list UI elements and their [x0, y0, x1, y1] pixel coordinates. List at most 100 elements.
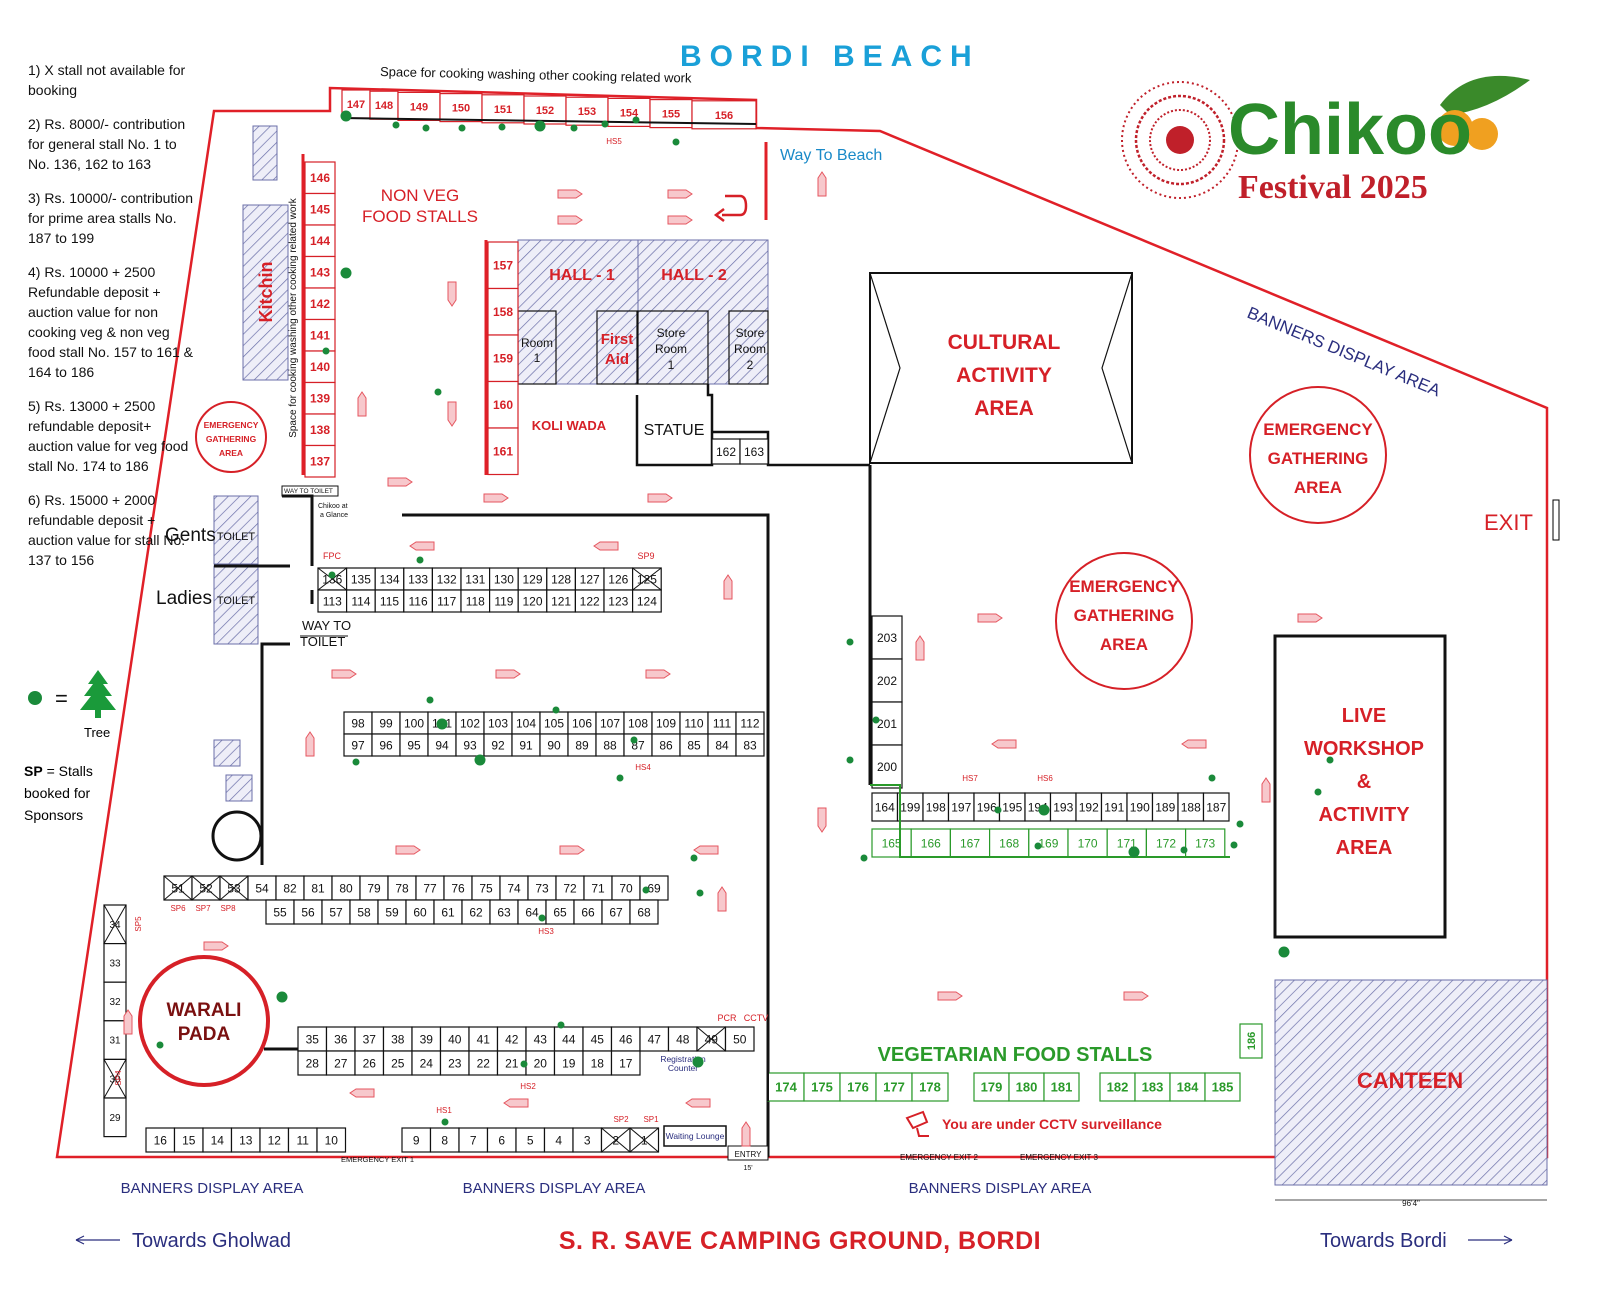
arrow-marker — [447, 281, 457, 307]
stall-157[interactable] — [487, 241, 519, 290]
stall-164[interactable] — [871, 792, 899, 822]
stall-44[interactable] — [553, 1026, 584, 1052]
stall-178[interactable] — [911, 1072, 949, 1102]
stall-78[interactable] — [387, 875, 417, 901]
stall-13[interactable] — [230, 1127, 261, 1153]
stall-165[interactable] — [871, 828, 912, 858]
stall-181[interactable] — [1043, 1072, 1080, 1102]
stall-41[interactable] — [468, 1026, 499, 1052]
stall-60[interactable] — [405, 899, 435, 925]
stall-201[interactable] — [871, 701, 903, 746]
arrow-marker — [915, 635, 925, 661]
stall-202[interactable] — [871, 658, 903, 703]
stall-48[interactable] — [667, 1026, 698, 1052]
cultural-activity-area — [869, 272, 1133, 464]
stall-4[interactable] — [543, 1127, 574, 1153]
stall-9[interactable] — [401, 1127, 432, 1153]
tree-dot — [692, 1056, 704, 1068]
stall-14[interactable] — [202, 1127, 233, 1153]
stall-24[interactable] — [411, 1050, 442, 1076]
stall-185[interactable] — [1204, 1072, 1241, 1102]
stall-173[interactable] — [1184, 828, 1226, 858]
stall-56[interactable] — [293, 899, 323, 925]
stall-label-14: 14 — [211, 1133, 225, 1147]
stall-6[interactable] — [486, 1127, 517, 1153]
stall-190[interactable] — [1126, 792, 1154, 822]
stall-label-90: 90 — [547, 738, 561, 752]
stall-5[interactable] — [515, 1127, 546, 1153]
stall-label-3: 3 — [584, 1133, 591, 1147]
veg-boundary — [870, 784, 1230, 858]
stall-10[interactable] — [316, 1127, 347, 1153]
stall-160[interactable] — [487, 380, 519, 429]
stall-162[interactable] — [711, 438, 741, 465]
stall-72[interactable] — [555, 875, 585, 901]
stall-197[interactable] — [947, 792, 975, 822]
stall-200[interactable] — [871, 744, 903, 789]
stall-141[interactable] — [304, 318, 336, 352]
stall-18[interactable] — [582, 1050, 613, 1076]
stall-186[interactable] — [1239, 1023, 1263, 1059]
stall-17[interactable] — [610, 1050, 641, 1076]
stall-143[interactable] — [304, 255, 336, 289]
stall-16[interactable] — [145, 1127, 176, 1153]
hs1-label: HS1 — [436, 1106, 452, 1115]
stall-25[interactable] — [382, 1050, 413, 1076]
stall-55[interactable] — [265, 899, 295, 925]
stall-54[interactable] — [247, 875, 277, 901]
stall-40[interactable] — [439, 1026, 470, 1052]
stall-184[interactable] — [1169, 1072, 1206, 1102]
stall-label-157: 157 — [493, 259, 513, 273]
stall-19[interactable] — [553, 1050, 584, 1076]
stall-62[interactable] — [461, 899, 491, 925]
stall-148[interactable] — [369, 90, 399, 120]
stall-45[interactable] — [582, 1026, 613, 1052]
stall-83[interactable] — [735, 733, 765, 757]
tree-legend-equals: = — [55, 686, 68, 711]
stall-142[interactable] — [304, 287, 336, 321]
stall-163[interactable] — [739, 438, 769, 465]
stall-159[interactable] — [487, 334, 519, 383]
stall-label-83: 83 — [743, 738, 757, 752]
arrow-marker — [349, 1088, 375, 1098]
stall-172[interactable] — [1145, 828, 1187, 858]
stall-63[interactable] — [489, 899, 519, 925]
stall-23[interactable] — [439, 1050, 470, 1076]
stall-label-187: 187 — [1206, 800, 1226, 814]
tree-dot — [632, 116, 640, 124]
stall-27[interactable] — [325, 1050, 356, 1076]
stall-8[interactable] — [429, 1127, 460, 1153]
stall-77[interactable] — [415, 875, 445, 901]
stall-174[interactable] — [767, 1072, 805, 1102]
arrow-marker — [991, 739, 1017, 749]
stall-124[interactable] — [631, 589, 662, 613]
stall-39[interactable] — [411, 1026, 442, 1052]
stall-79[interactable] — [359, 875, 389, 901]
chikoo-glance-1: Chikoo at — [318, 503, 348, 510]
stall-47[interactable] — [639, 1026, 670, 1052]
stall-label-60: 60 — [413, 905, 427, 919]
note-4: 4) Rs. 10000 + 2500 Refundable deposit +… — [28, 264, 193, 380]
stall-191[interactable] — [1100, 792, 1128, 822]
stall-29[interactable] — [103, 1097, 127, 1138]
stall-22[interactable] — [468, 1050, 499, 1076]
stall-188[interactable] — [1177, 792, 1205, 822]
stall-145[interactable] — [304, 192, 336, 226]
stall-137[interactable] — [304, 444, 336, 478]
stall-26[interactable] — [354, 1050, 385, 1076]
sp9-label: SP9 — [637, 551, 654, 561]
stall-label-13: 13 — [239, 1133, 253, 1147]
stall-193[interactable] — [1049, 792, 1077, 822]
stall-65[interactable] — [545, 899, 575, 925]
stall-192[interactable] — [1075, 792, 1103, 822]
stall-28[interactable] — [297, 1050, 328, 1076]
stall-187[interactable] — [1202, 792, 1230, 822]
stall-label-189: 189 — [1155, 800, 1175, 814]
stall-50[interactable] — [724, 1026, 755, 1052]
stall-169[interactable] — [1028, 828, 1069, 858]
stall-label-31: 31 — [109, 1036, 121, 1047]
stall-21[interactable] — [496, 1050, 527, 1076]
stall-203[interactable] — [871, 615, 903, 660]
stall-68[interactable] — [629, 899, 659, 925]
stall-161[interactable] — [487, 427, 519, 476]
